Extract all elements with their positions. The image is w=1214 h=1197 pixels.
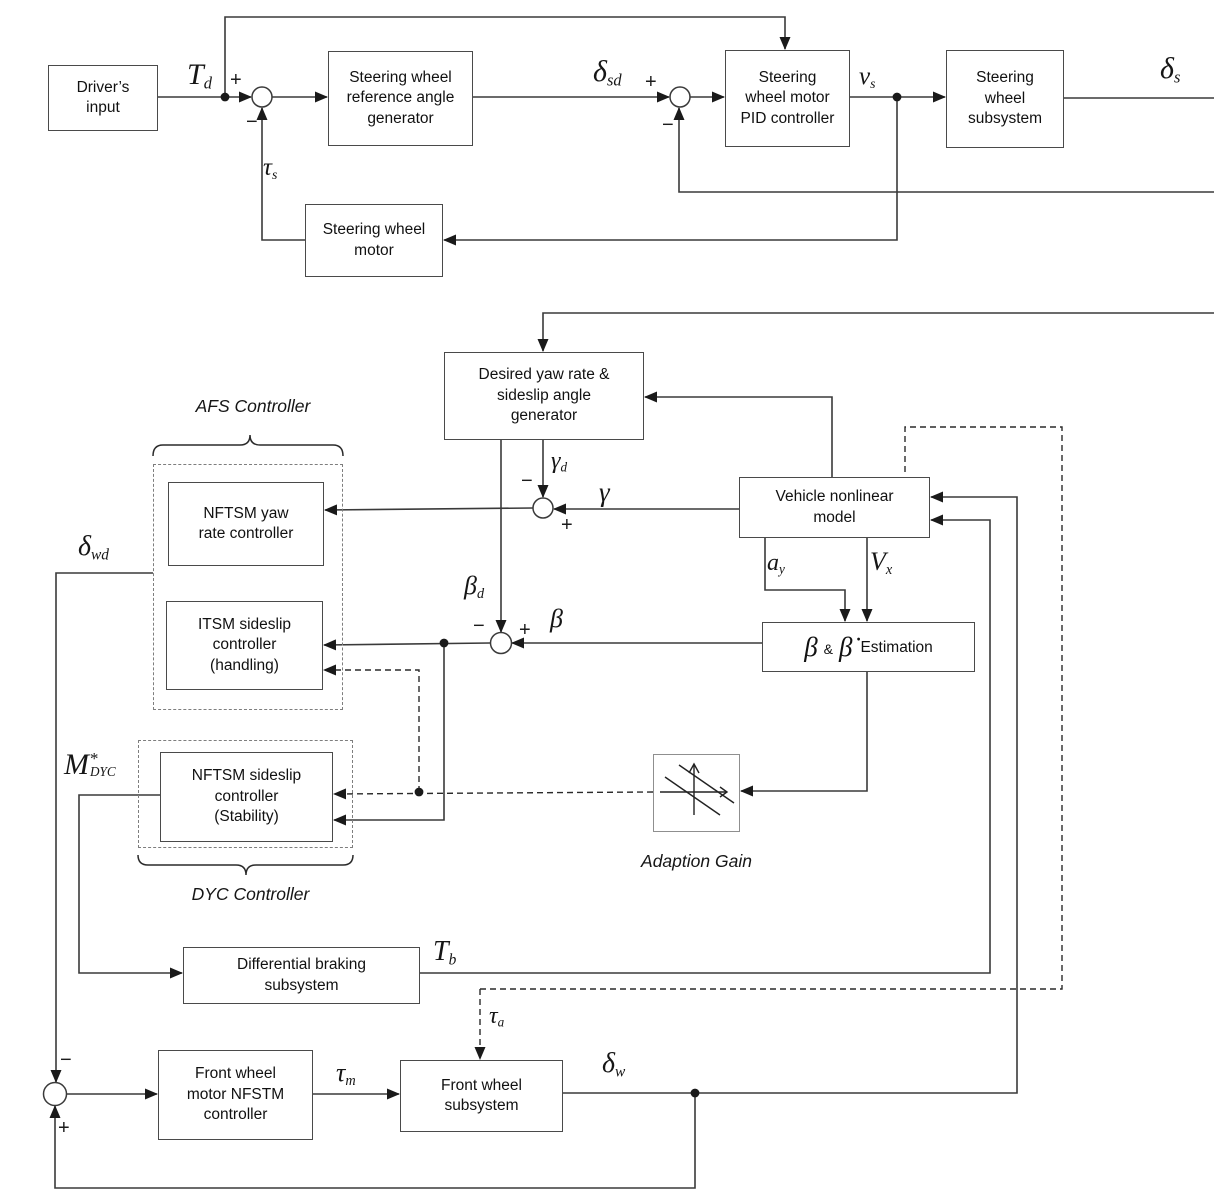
block-adaption-gain — [653, 754, 740, 832]
afs-controller-label: AFS Controller — [195, 396, 311, 416]
sign-plus-yaw-rate: + — [561, 514, 573, 536]
signal-beta: β — [550, 604, 563, 633]
block-beta-estimation: β & β̇ Estimation — [762, 622, 975, 672]
block-itsm-sideslip-controller-label: ITSM sideslip controller (handling) — [197, 615, 292, 674]
block-front-wheel-subsystem-label: Front wheel subsystem — [441, 1076, 522, 1114]
block-drivers-input-label: Driver’s input — [76, 78, 130, 116]
sum-junction-front-wheel — [42, 1081, 68, 1107]
block-differential-braking-subsystem: Differential braking subsystem — [183, 947, 420, 1004]
junction-dots — [220, 92, 902, 1098]
summing-junctions — [42, 86, 691, 1107]
sign-minus-steering-torque: − — [246, 111, 258, 133]
signal-tau-a: τa — [489, 1003, 505, 1030]
sign-minus-front-wheel: − — [60, 1049, 72, 1071]
signal-v-s: vs — [859, 63, 876, 91]
block-steering-reference-angle-generator-label: Steering wheel reference angle generator — [346, 68, 455, 127]
signal-delta-wd: δwd — [78, 531, 109, 564]
dyc-controller-label: DYC Controller — [191, 884, 310, 904]
block-nftsm-sideslip-stability-controller: NFTSM sideslip controller (Stability) — [160, 752, 333, 842]
signal-gamma-d: γd — [551, 448, 568, 475]
block-desired-yaw-sideslip-generator-label: Desired yaw rate & sideslip angle genera… — [478, 366, 610, 425]
signal-a-y: ay — [767, 550, 785, 577]
block-steering-reference-angle-generator: Steering wheel reference angle generator — [328, 51, 473, 146]
sign-minus-sideslip: − — [473, 615, 485, 637]
signal-tau-s: τs — [263, 154, 278, 182]
signal-beta-d: βd — [464, 571, 485, 602]
block-differential-braking-subsystem-label: Differential braking subsystem — [237, 956, 366, 994]
block-front-wheel-motor-nfstm-controller: Front wheel motor NFSTM controller — [158, 1050, 313, 1140]
dyc-brace — [137, 854, 354, 876]
signal-delta-w: δw — [602, 1048, 626, 1081]
block-steering-motor-pid-controller-label: Steering wheel motor PID controller — [740, 68, 835, 127]
sum-junction-yaw-rate — [532, 497, 554, 519]
block-vehicle-nonlinear-model-label: Vehicle nonlinear model — [775, 488, 894, 526]
sign-plus-steering-torque: + — [230, 69, 242, 91]
afs-brace — [152, 434, 344, 457]
block-vehicle-nonlinear-model: Vehicle nonlinear model — [739, 477, 930, 538]
signal-delta-sd: δsd — [593, 55, 622, 90]
block-front-wheel-subsystem: Front wheel subsystem — [400, 1060, 563, 1132]
ampersand: & — [823, 640, 833, 657]
beta-symbol: β — [804, 631, 818, 662]
sign-minus-yaw-rate: − — [521, 470, 533, 492]
block-nftsm-yaw-rate-controller-label: NFTSM yaw rate controller — [198, 504, 294, 542]
sign-minus-steering-angle: − — [662, 114, 674, 136]
block-desired-yaw-sideslip-generator: Desired yaw rate & sideslip angle genera… — [444, 352, 644, 440]
signal-delta-s: δs — [1160, 52, 1181, 87]
adaption-gain-icon — [660, 762, 735, 816]
estimation-word: Estimation — [860, 638, 933, 656]
signal-V-x: Vx — [870, 547, 893, 578]
signal-T-b: Tb — [433, 936, 457, 969]
signal-M-dyc: M*DYC — [64, 748, 116, 781]
signal-tau-m: τm — [336, 1058, 356, 1089]
sum-junction-steering-torque — [251, 86, 273, 108]
block-drivers-input: Driver’s input — [48, 65, 158, 131]
beta-dot-symbol: β̇ — [838, 631, 853, 662]
block-steering-motor-pid-controller: Steering wheel motor PID controller — [725, 50, 850, 147]
block-steering-wheel-subsystem-label: Steering wheel subsystem — [967, 69, 1043, 128]
block-front-wheel-motor-nfstm-controller-label: Front wheel motor NFSTM controller — [186, 1065, 285, 1124]
block-steering-wheel-motor: Steering wheel motor — [305, 204, 443, 277]
sign-plus-sideslip: + — [519, 619, 531, 641]
afs-controller-group-box — [153, 464, 343, 710]
block-steering-wheel-subsystem: Steering wheel subsystem — [946, 50, 1064, 148]
dyc-controller-group-box — [138, 740, 353, 848]
group-braces — [137, 434, 354, 876]
sum-junction-sideslip — [489, 631, 513, 655]
block-itsm-sideslip-controller: ITSM sideslip controller (handling) — [166, 601, 323, 690]
block-nftsm-yaw-rate-controller: NFTSM yaw rate controller — [168, 482, 324, 566]
adaption-gain-label: Adaption Gain — [641, 851, 752, 871]
sign-plus-front-wheel: + — [58, 1117, 70, 1139]
block-nftsm-sideslip-stability-controller-label: NFTSM sideslip controller (Stability) — [191, 767, 302, 826]
block-steering-wheel-motor-label: Steering wheel motor — [322, 221, 426, 259]
sum-junction-steering-angle — [669, 86, 691, 108]
solid-signal-lines — [49, 16, 1214, 1189]
dashed-signal-lines — [323, 426, 1063, 1060]
sign-plus-steering-angle: + — [645, 71, 657, 93]
signal-gamma: γ — [599, 477, 610, 507]
signal-Td: Td — [187, 58, 212, 93]
